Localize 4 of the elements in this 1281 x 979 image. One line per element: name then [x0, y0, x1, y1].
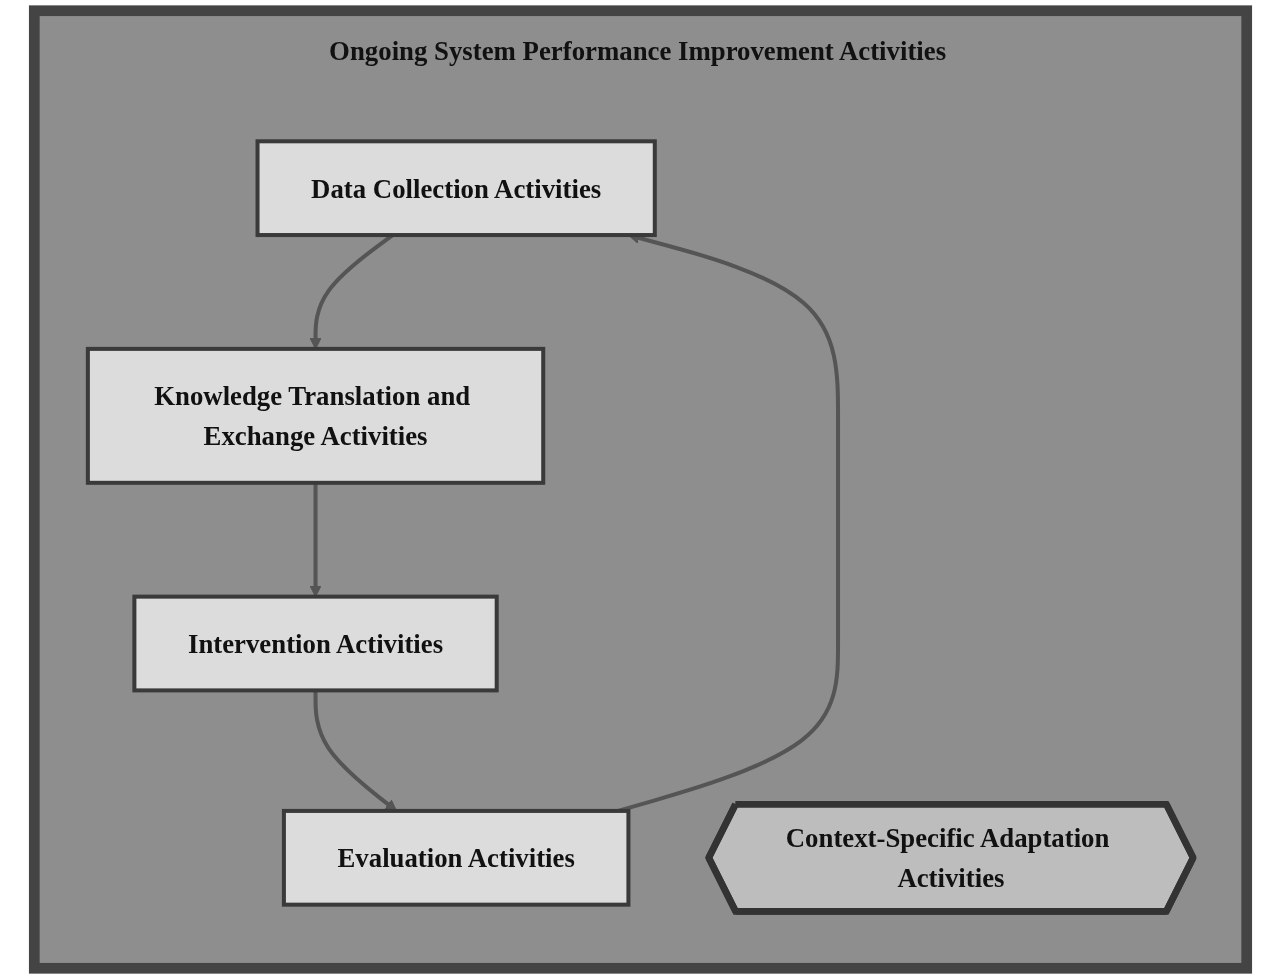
node-box: Evaluation Activities [281, 808, 631, 907]
node-box: Knowledge Translation and Exchange Activities [85, 346, 546, 485]
node-box: Intervention Activities [132, 594, 499, 693]
node-box: Data Collection Activities [255, 139, 657, 238]
